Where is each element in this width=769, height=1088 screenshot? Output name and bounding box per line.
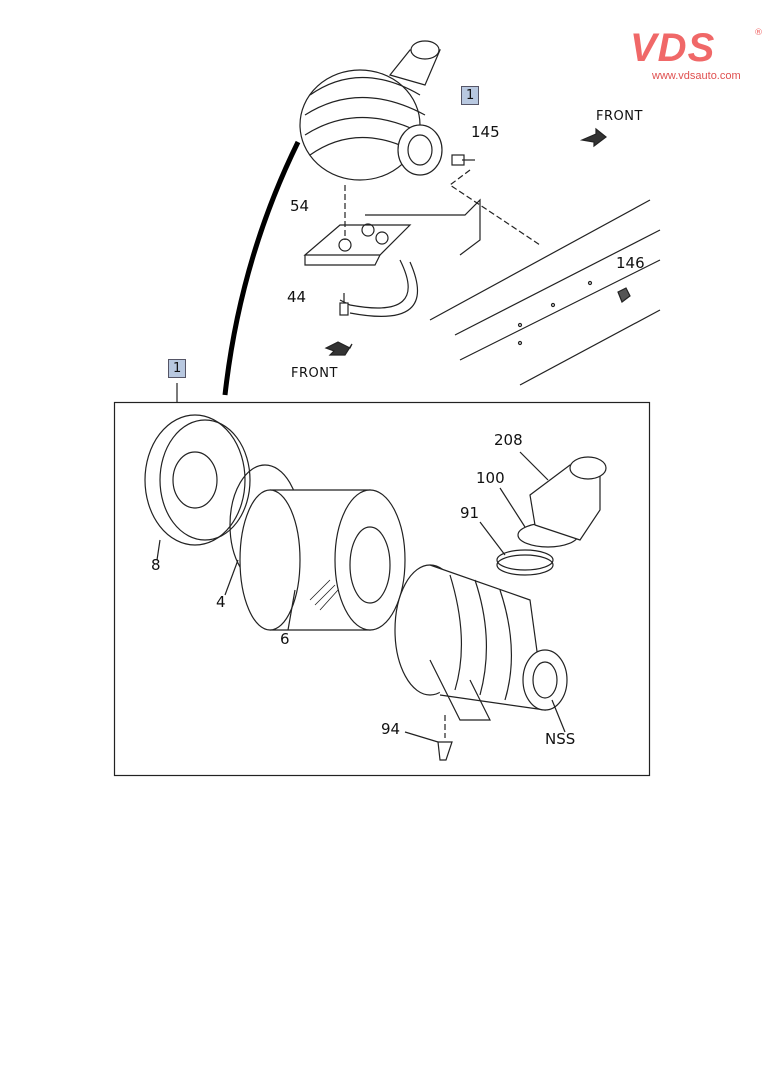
logo-url: www.vdsauto.com xyxy=(652,70,741,82)
logo-brand: VDS xyxy=(630,26,716,70)
front-arrow-upper xyxy=(579,127,607,148)
callout-208[interactable]: 208 xyxy=(494,431,523,449)
callout-146[interactable]: 146 xyxy=(616,254,645,272)
front-label-lower: FRONT xyxy=(291,366,338,381)
fasteners xyxy=(339,154,631,316)
front-arrow-lower xyxy=(324,341,353,356)
filter-element-6 xyxy=(239,489,406,631)
callout-100[interactable]: 100 xyxy=(476,469,505,487)
cover-8 xyxy=(144,414,251,561)
front-label-upper: FRONT xyxy=(596,109,643,124)
clamp-91 xyxy=(496,549,554,571)
callout-44[interactable]: 44 xyxy=(287,288,307,306)
bracket-54 xyxy=(303,198,481,317)
air-cleaner-body xyxy=(394,564,568,761)
chassis-frame xyxy=(429,199,661,386)
callout-4[interactable]: 4 xyxy=(216,593,226,611)
detail-callout-curve xyxy=(222,140,301,396)
exploded-view-frame xyxy=(113,401,651,777)
callout-nss: NSS xyxy=(545,730,576,748)
callout-8[interactable]: 8 xyxy=(151,556,161,574)
callout-91[interactable]: 91 xyxy=(460,504,480,522)
callout-6[interactable]: 6 xyxy=(280,630,290,648)
assembly-ref-upper[interactable]: 1 xyxy=(461,86,480,105)
callout-145[interactable]: 145 xyxy=(471,123,500,141)
assembly-ref-detail[interactable]: 1 xyxy=(168,359,187,378)
callout-54[interactable]: 54 xyxy=(290,197,310,215)
vds-logo: VDS ® www.vdsauto.com xyxy=(630,26,763,82)
logo-registered: ® xyxy=(754,28,763,38)
air-cleaner-upper xyxy=(299,40,443,181)
intake-elbow-208 xyxy=(519,451,607,541)
callout-94[interactable]: 94 xyxy=(381,720,401,738)
